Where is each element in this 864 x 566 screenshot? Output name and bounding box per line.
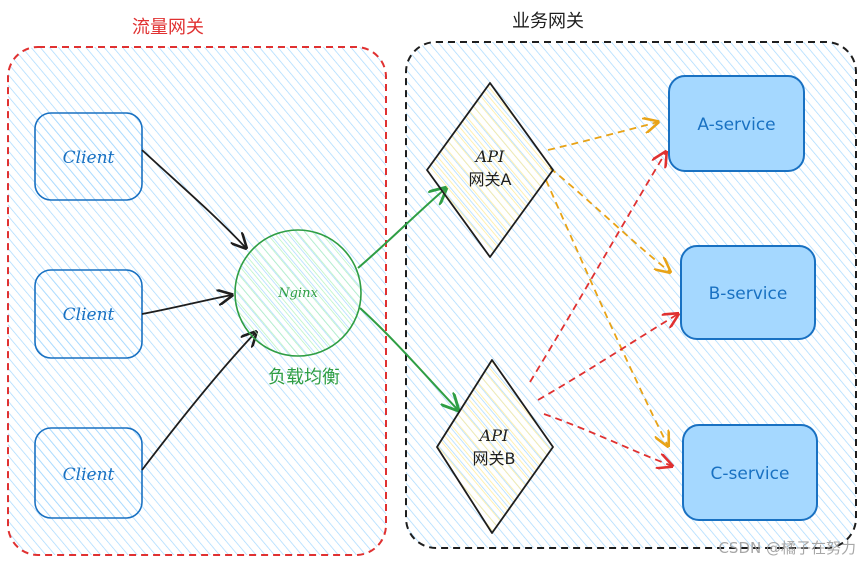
- service-label: C-service: [711, 464, 790, 484]
- arrow: [537, 314, 678, 401]
- nginx-node: Nginx 负载均衡: [234, 229, 362, 388]
- gateway-a-line2: 网关A: [469, 170, 512, 189]
- gateway-b-line1: API: [478, 426, 509, 445]
- watermark: CSDN @橘子在努力: [718, 539, 856, 557]
- client-label: Client: [63, 305, 115, 325]
- service-node: A-service: [668, 75, 805, 172]
- arrow: [141, 332, 256, 471]
- service-label: B-service: [709, 284, 788, 304]
- gateway-b-node: API 网关B: [436, 359, 554, 534]
- arrow: [545, 179, 668, 446]
- gateway-b-line2: 网关B: [473, 449, 516, 468]
- arrow: [529, 152, 666, 383]
- arrow: [141, 149, 246, 248]
- load-balance-caption: 负载均衡: [268, 367, 340, 388]
- business-gateway-title: 业务网关: [512, 11, 584, 32]
- arrow: [141, 295, 232, 315]
- nginx-to-gateway-arrows: [357, 188, 458, 410]
- arrow: [547, 122, 658, 151]
- client-node: Client: [34, 112, 143, 201]
- client-label: Client: [63, 148, 115, 168]
- arrow: [359, 307, 458, 410]
- client-to-nginx-arrows: [141, 149, 256, 471]
- service-label: A-service: [697, 115, 775, 135]
- gateway-b-arrows: [529, 152, 678, 466]
- client-node: Client: [34, 427, 143, 519]
- service-node: C-service: [682, 424, 818, 521]
- service-node: B-service: [680, 245, 816, 340]
- traffic-gateway-title: 流量网关: [132, 17, 204, 38]
- arrow: [357, 188, 446, 269]
- arrow: [543, 413, 672, 466]
- gateway-a-line1: API: [474, 147, 505, 166]
- client-label: Client: [63, 465, 115, 485]
- nginx-label: Nginx: [277, 286, 318, 301]
- gateway-a-node: API 网关A: [426, 82, 554, 258]
- client-node: Client: [34, 269, 143, 359]
- gateway-a-arrows: [545, 122, 670, 446]
